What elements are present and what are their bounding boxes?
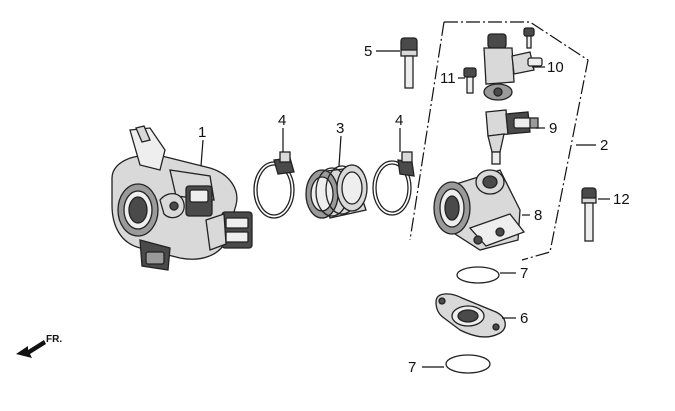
gasket-part-6 [435,293,506,338]
callout-5: 5 [364,43,372,60]
callout-9: 9 [549,120,557,137]
bolt-part-5 [400,37,418,89]
callout-1: 1 [198,124,206,141]
callout-11: 11 [440,70,456,87]
callout-2: 2 [600,137,608,154]
callout-4-right: 4 [395,112,403,129]
o-ring-lower-part-7 [445,354,491,374]
joint-fitting-part-10 [483,33,543,101]
hose-clamp-left-part [253,151,295,219]
insulator-tube-part [305,164,368,219]
front-direction-arrow-icon: FR. [16,334,62,358]
callout-7-lower: 7 [408,359,416,376]
callout-8: 8 [534,207,542,224]
o-ring-upper-part-7 [456,266,500,284]
callout-7-upper: 7 [520,265,528,282]
callout-4-left: 4 [278,112,286,129]
callout-numbers: 1 2 3 4 4 5 6 7 7 8 9 10 11 12 [198,43,630,376]
screw-part-11 [463,67,477,94]
callout-12: 12 [613,191,630,208]
leader-lines [200,50,610,368]
injector-part-9 [485,109,539,165]
front-direction-label: FR. [46,334,62,345]
inlet-pipe-part-8 [433,169,526,251]
callout-3: 3 [336,120,344,137]
bolt-part-12 [581,187,597,242]
throttle-body-part [111,125,253,271]
assembly-outline-2 [409,21,589,261]
callout-10: 10 [547,59,564,76]
screw-top [523,27,535,49]
hose-clamp-right-part [372,151,415,216]
callout-6: 6 [520,310,528,327]
